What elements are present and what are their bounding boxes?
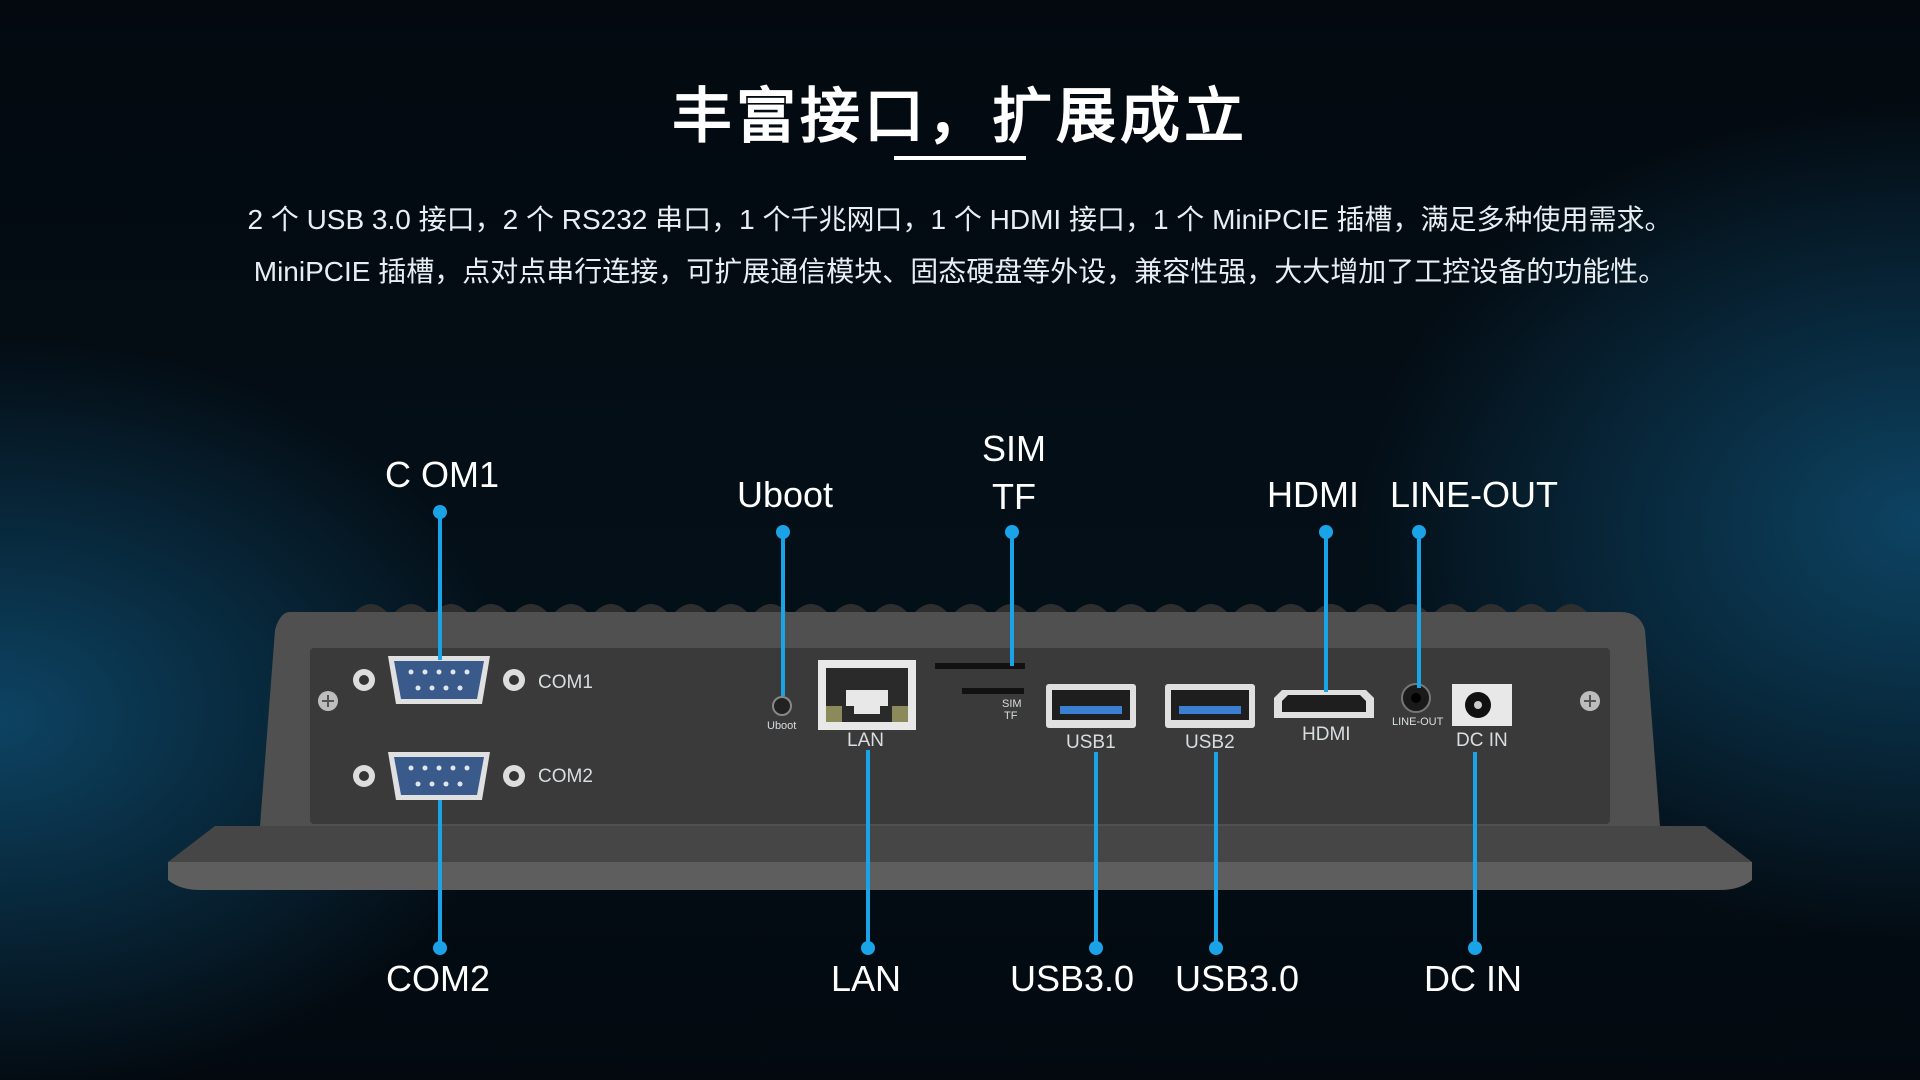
panel-label-usb1: USB1 xyxy=(1066,732,1116,753)
panel-label-tf: TF xyxy=(1004,710,1018,722)
description-line-1: 2 个 USB 3.0 接口，2 个 RS232 串口，1 个千兆网口，1 个 … xyxy=(247,204,1673,235)
callout-com2: COM2 xyxy=(385,958,491,999)
usb2-port xyxy=(1165,684,1255,728)
callout-line-dc-in xyxy=(1473,752,1477,948)
callout-line-out: LINE-OUT xyxy=(1389,474,1559,515)
cooling-fins xyxy=(355,604,1587,612)
callout-usb1: USB3.0 xyxy=(1009,958,1135,999)
callout-line-line-out xyxy=(1417,532,1421,688)
panel-label-sim: SIM xyxy=(1002,698,1022,710)
title-underline xyxy=(894,156,1026,160)
screw-right xyxy=(1580,691,1600,711)
callout-lan: LAN xyxy=(830,958,902,999)
callout-line-lan xyxy=(866,750,870,948)
uboot-button xyxy=(772,696,792,716)
panel-label-line-out: LINE-OUT xyxy=(1392,716,1444,728)
description-line-2: MiniPCIE 插槽，点对点串行连接，可扩展通信模块、固态硬盘等外设，兼容性强… xyxy=(253,256,1667,287)
panel-label-dc-in: DC IN xyxy=(1456,730,1508,751)
callout-line-uboot xyxy=(781,532,785,696)
callout-dot-com2 xyxy=(433,941,447,955)
com2-port xyxy=(353,752,525,800)
line-out-jack xyxy=(1401,683,1431,713)
panel-label-com2: COM2 xyxy=(538,766,593,787)
page-title: 丰富接口，扩展成立 xyxy=(672,83,1248,150)
hdmi-port xyxy=(1274,690,1374,718)
sim-tf-slots xyxy=(935,663,1025,694)
callout-line-sim-tf xyxy=(1010,532,1014,666)
dc-in-jack xyxy=(1452,684,1512,726)
callout-tf: TF xyxy=(992,476,1036,517)
callout-line-com1 xyxy=(438,512,442,660)
callout-line-hdmi xyxy=(1324,532,1328,692)
callout-sim: SIM xyxy=(981,428,1047,469)
panel-label-uboot: Uboot xyxy=(767,720,797,732)
panel-label-lan: LAN xyxy=(847,730,884,751)
usb1-port xyxy=(1046,684,1136,728)
callout-uboot: Uboot xyxy=(736,474,834,515)
callout-line-usb2 xyxy=(1214,752,1218,948)
lan-port xyxy=(818,660,916,730)
callout-dot-lan xyxy=(861,941,875,955)
callout-dot-usb2 xyxy=(1209,941,1223,955)
callout-com1: C OM1 xyxy=(384,454,500,495)
callout-line-usb1 xyxy=(1094,752,1098,948)
screw-left xyxy=(318,691,338,711)
panel-label-usb2: USB2 xyxy=(1185,732,1235,753)
callout-dc-in: DC IN xyxy=(1424,958,1522,999)
panel-label-hdmi: HDMI xyxy=(1302,724,1351,745)
callout-dot-dc-in xyxy=(1468,941,1482,955)
callout-hdmi: HDMI xyxy=(1267,474,1359,515)
com1-port xyxy=(353,656,525,704)
callout-dot-usb1 xyxy=(1089,941,1103,955)
panel-label-com1: COM1 xyxy=(538,672,593,693)
callout-usb2: USB3.0 xyxy=(1174,958,1300,999)
callout-line-com2 xyxy=(438,800,442,948)
